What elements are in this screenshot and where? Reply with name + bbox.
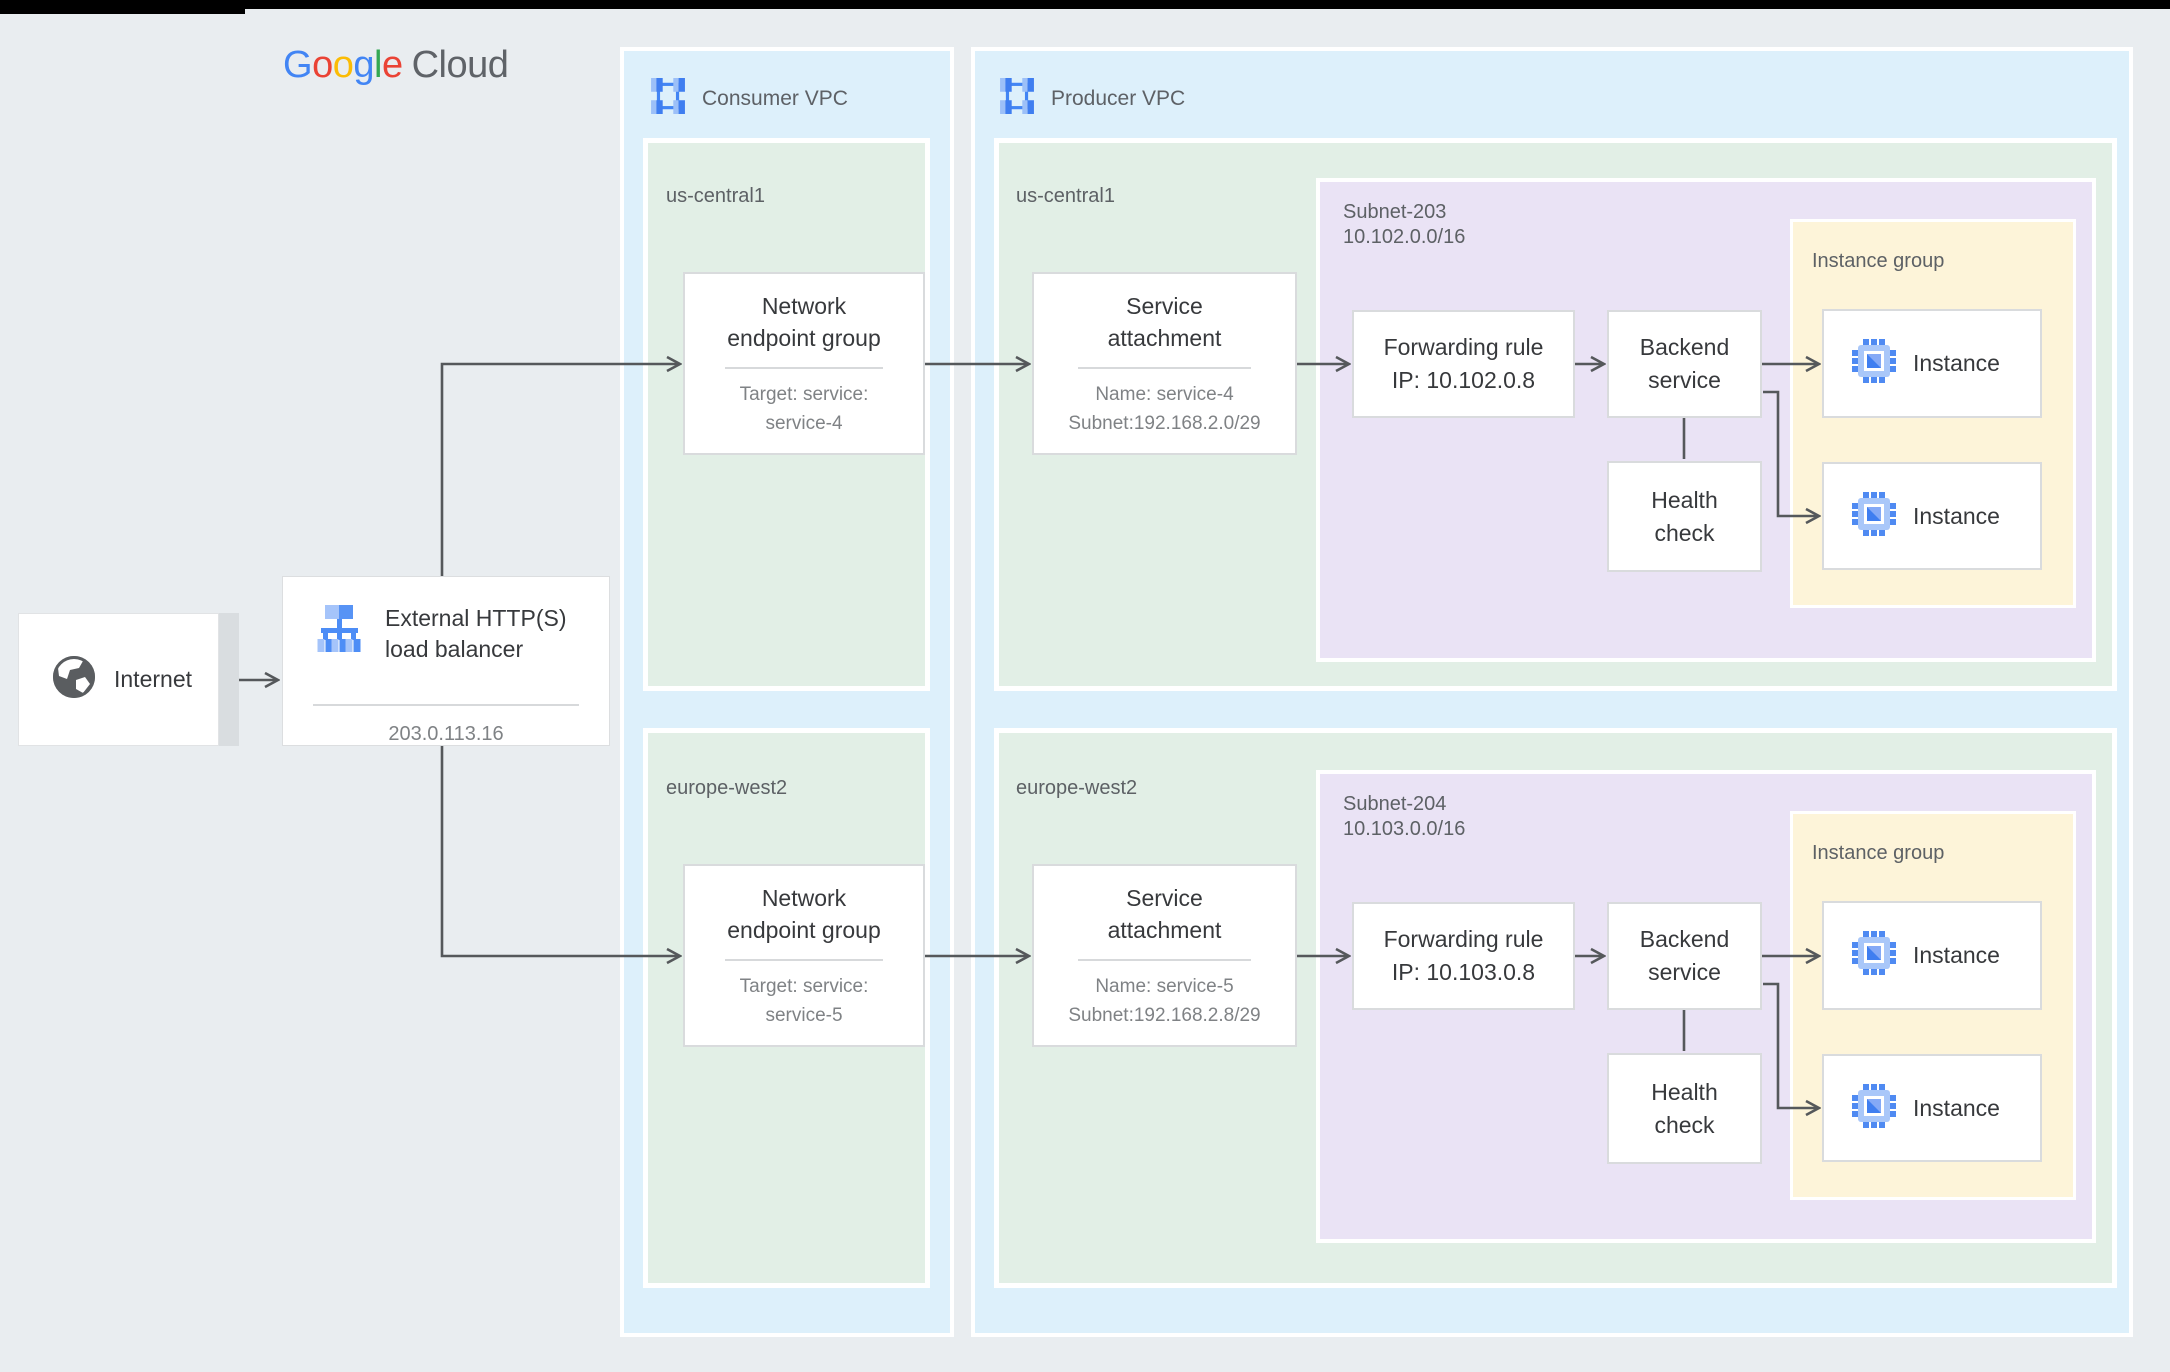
instance-group-label: Instance group [1812,250,1945,272]
divider [313,704,579,706]
instance-label: Instance [1913,350,2000,376]
subnet-cidr: 10.102.0.0/16 [1343,226,1466,248]
fr-line2: IP: 10.102.0.8 [1391,367,1536,393]
fr-line1: Forwarding rule [1383,926,1544,952]
hc-line2: check [1654,519,1715,546]
instance-node: Instance [1822,462,2042,570]
consumer-vpc-label: Consumer VPC [702,86,848,110]
top-black-bar [0,0,2170,9]
sa-detail-line2: Subnet:192.168.2.8/29 [1068,1004,1261,1026]
logo-letter: G [283,44,313,86]
compute-engine-icon [1850,929,1898,982]
instance-node: Instance [1822,309,2042,418]
subnet-name: Subnet-203 [1343,201,1447,223]
logo-letter: l [373,44,382,86]
compute-engine-icon [1850,1082,1898,1135]
divider [1078,366,1251,369]
neg-title-line2: endpoint group [727,324,881,351]
backend-service-1: Backend service [1607,310,1762,418]
logo-letter: g [353,44,374,86]
subnet-label: Subnet-204 10.103.0.0/16 [1343,792,1465,842]
instance-node: Instance [1822,1054,2042,1162]
logo-letter: o [312,44,333,86]
compute-engine-icon [1850,490,1898,543]
health-check-1: Health check [1607,461,1762,572]
forwarding-rule-1: Forwarding rule IP: 10.102.0.8 [1352,310,1575,418]
sa-detail-line1: Name: service-4 [1095,383,1234,405]
logo-letter: e [381,44,403,86]
bs-line2: service [1648,959,1721,985]
forwarding-rule-2: Forwarding rule IP: 10.103.0.8 [1352,902,1575,1010]
neg-title-line1: Network [761,292,847,319]
instance-group-label: Instance group [1812,842,1945,864]
region-label: europe-west2 [666,777,788,799]
sa-title-line1: Service [1126,884,1203,911]
neg-title-line2: endpoint group [727,916,881,943]
sa-title-line2: attachment [1107,916,1222,943]
globe-icon [51,654,97,705]
neg-target-line2: service-4 [765,412,843,434]
bs-line1: Backend [1639,334,1730,360]
instance-node: Instance [1822,901,2042,1010]
backend-service-2: Backend service [1607,902,1762,1010]
instance-label: Instance [1913,1094,2000,1121]
vpc-network-icon [650,78,686,119]
sa-detail-line2: Subnet:192.168.2.0/29 [1068,412,1261,434]
compute-engine-icon [1850,337,1898,390]
divider [1078,958,1251,961]
fr-line1: Forwarding rule [1383,334,1544,360]
network-endpoint-group-1: Network endpoint group Target: service: … [683,272,925,455]
neg-target-line1: Target: service: [739,975,869,997]
consumer-vpc-header: Consumer VPC [650,78,848,119]
sa-title-line1: Service [1126,292,1203,319]
lb-title-line2: load balancer [385,636,524,662]
top-left-black-bar [0,0,245,14]
lb-title-line1: External HTTP(S) [385,605,567,631]
network-endpoint-group-2: Network endpoint group Target: service: … [683,864,925,1047]
bs-line2: service [1648,367,1721,393]
producer-vpc-header: Producer VPC [999,78,1185,119]
neg-target-line2: service-5 [765,1004,843,1026]
load-balancer-title: External HTTP(S) load balancer [385,603,566,665]
hc-line2: check [1654,1111,1715,1138]
subnet-label: Subnet-203 10.102.0.0/16 [1343,200,1465,250]
load-balancer-ip: 203.0.113.16 [388,723,504,745]
service-attachment-2: Service attachment Name: service-5 Subne… [1032,864,1297,1047]
hc-line1: Health [1651,486,1718,513]
sa-title-line2: attachment [1107,324,1222,351]
divider [725,366,883,369]
subnet-name: Subnet-204 [1343,793,1447,815]
logo-letter: o [332,44,354,86]
hc-line1: Health [1651,1078,1718,1105]
divider [725,958,883,961]
neg-target-line1: Target: service: [739,383,869,405]
fr-line2: IP: 10.103.0.8 [1391,959,1536,985]
internet-label: Internet [114,666,192,692]
logo-cloud-text: Cloud [411,44,509,86]
vpc-network-icon [999,78,1035,119]
instance-label: Instance [1913,502,2000,529]
internet-node: Internet [18,613,219,746]
load-balancer-icon [313,601,365,658]
external-load-balancer-node: External HTTP(S) load balancer 203.0.113… [282,576,610,746]
bs-line1: Backend [1639,926,1730,952]
instance-label: Instance [1913,942,2000,968]
service-attachment-1: Service attachment Name: service-4 Subne… [1032,272,1297,455]
neg-title-line1: Network [761,884,847,911]
region-label: us-central1 [1016,185,1115,207]
producer-vpc-label: Producer VPC [1051,86,1186,110]
subnet-cidr: 10.103.0.0/16 [1343,818,1466,840]
sa-detail-line1: Name: service-5 [1095,975,1234,997]
region-label: us-central1 [666,185,765,207]
health-check-2: Health check [1607,1053,1762,1164]
region-label: europe-west2 [1016,777,1138,799]
